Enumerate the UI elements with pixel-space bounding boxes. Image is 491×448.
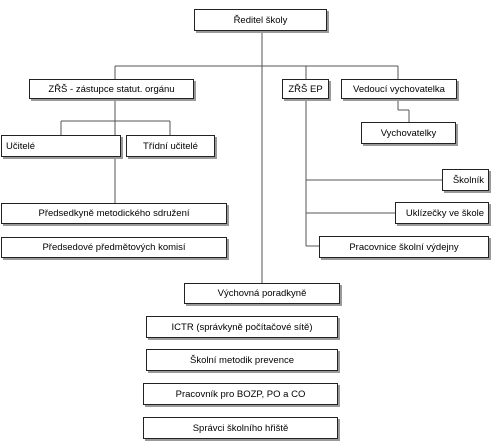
node-director: Ředitel školy bbox=[194, 9, 327, 31]
node-cleaners: Uklízečky ve škole bbox=[395, 202, 489, 224]
node-class-teachers: Třídní učitelé bbox=[126, 135, 215, 157]
node-deputy-statutory: ZŘŠ - zástupce statut. orgánu bbox=[29, 79, 194, 99]
node-deputy-ep: ZŘŠ EP bbox=[282, 79, 329, 99]
node-head-educator: Vedoucí vychovatelka bbox=[341, 79, 457, 99]
node-bozp: Pracovník pro BOZP, PO a CO bbox=[143, 383, 338, 405]
node-playground: Správci školního hřiště bbox=[143, 417, 338, 439]
node-subject-committees: Předsedové předmětových komisí bbox=[1, 237, 227, 258]
node-educators: Vychovatelky bbox=[361, 122, 456, 144]
node-counseling: Výchovná poradkyně bbox=[184, 283, 340, 304]
node-canteen-staff: Pracovnice školní výdejny bbox=[319, 236, 489, 258]
node-ictr: ICTR (správkyně počítačové sítě) bbox=[146, 316, 338, 338]
node-methodical-head: Předsedkyně metodického sdružení bbox=[1, 203, 227, 224]
node-prevention: Školní metodik prevence bbox=[146, 349, 338, 371]
node-teachers: Učitelé bbox=[1, 135, 121, 157]
node-janitor: Školník bbox=[442, 169, 489, 191]
